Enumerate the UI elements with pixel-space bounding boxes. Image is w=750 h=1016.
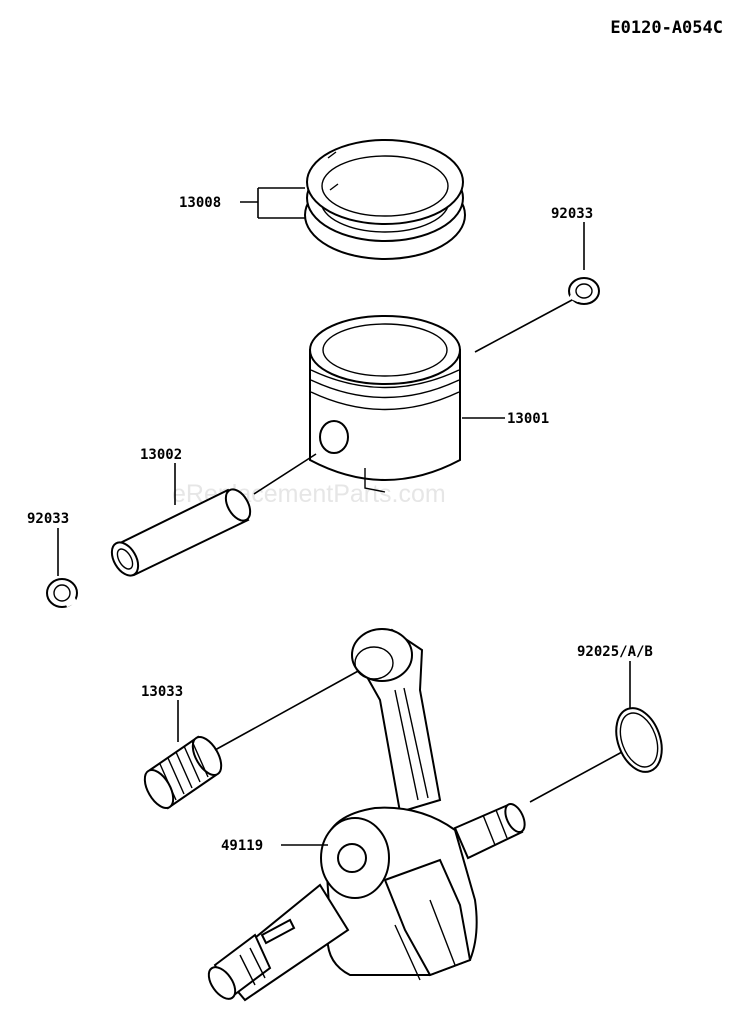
- crankshaft-drawing: [207, 628, 526, 1002]
- piston-rings-drawing: [304, 139, 466, 260]
- leader-13008: [240, 187, 305, 219]
- axis-line-bearing: [214, 669, 361, 751]
- axis-line-top: [474, 299, 573, 353]
- part-label-92025: 92025/A/B: [577, 644, 653, 660]
- axis-line-shim: [529, 751, 623, 803]
- axis-line-pin: [253, 453, 317, 495]
- circlip-left-drawing: [46, 578, 78, 608]
- part-label-49119: 49119: [221, 838, 263, 854]
- part-label-13008: 13008: [179, 195, 221, 211]
- needle-bearing-drawing: [143, 735, 223, 810]
- piston-drawing: [309, 315, 461, 493]
- part-label-92033-left: 92033: [27, 511, 69, 527]
- shim-drawing: [615, 707, 663, 773]
- piston-pin-drawing: [110, 488, 252, 577]
- diagram-code: E0120-A054C: [610, 18, 723, 38]
- circlip-top-drawing: [568, 277, 600, 305]
- part-label-13033: 13033: [141, 684, 183, 700]
- part-label-13001: 13001: [507, 411, 549, 427]
- part-label-92033-top: 92033: [551, 206, 593, 222]
- part-label-13002: 13002: [140, 447, 182, 463]
